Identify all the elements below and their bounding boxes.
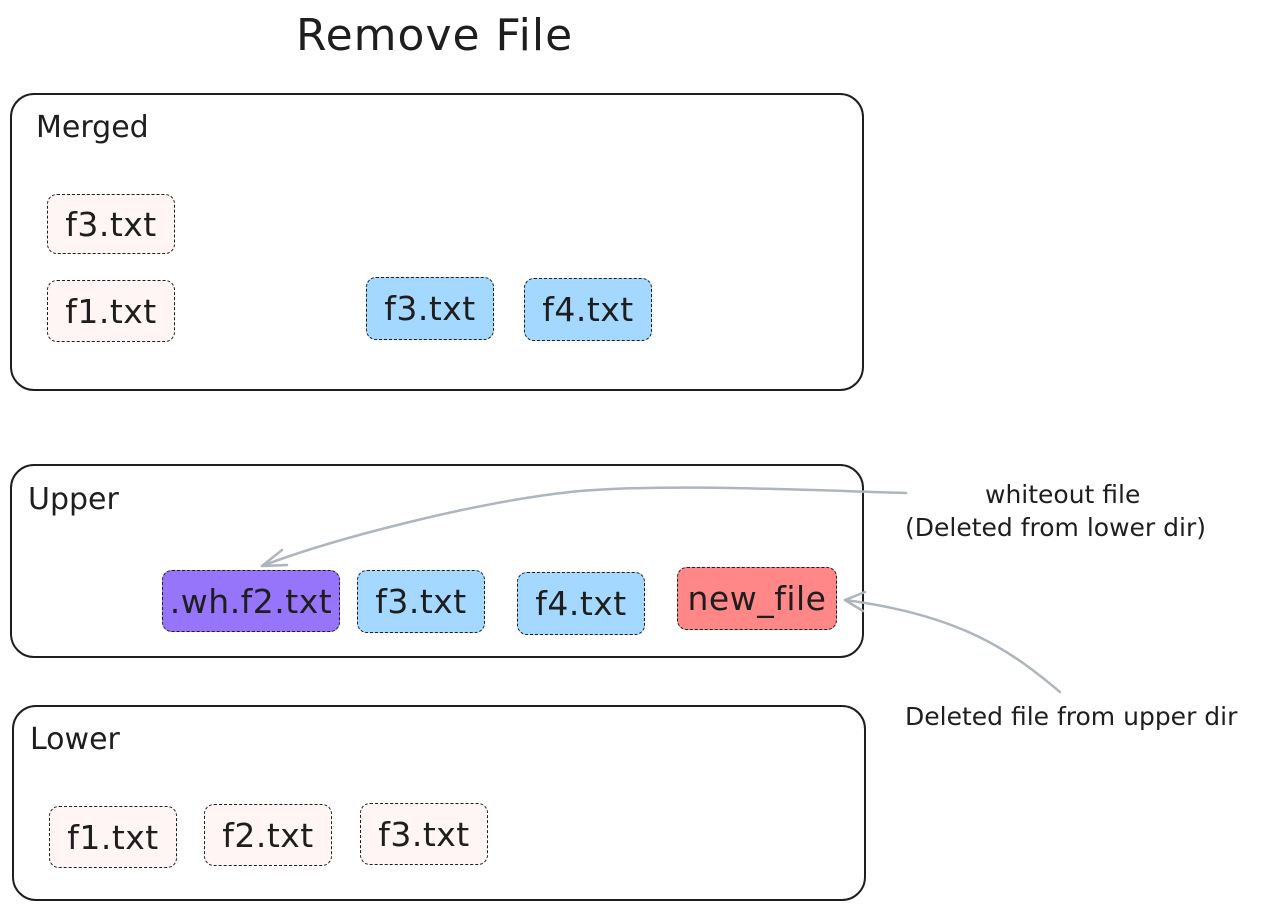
merged-file-f3-upper: f3.txt (366, 277, 494, 340)
merged-file-f1: f1.txt (47, 280, 175, 342)
upper-file-f4: f4.txt (517, 572, 645, 635)
lower-file-f2: f2.txt (204, 804, 332, 866)
upper-file-whiteout: .wh.f2.txt (162, 570, 340, 632)
upper-file-new-file: new_file (677, 567, 837, 630)
upper-file-f3: f3.txt (357, 570, 485, 633)
whiteout-note-line2: (Deleted from lower dir) (905, 513, 1206, 542)
lower-file-f3: f3.txt (360, 803, 488, 865)
merged-layer-label: Merged (36, 110, 149, 145)
merged-file-f3: f3.txt (47, 194, 175, 254)
deleted-upper-note: Deleted file from upper dir (905, 702, 1238, 731)
merged-file-f4-upper: f4.txt (524, 278, 652, 341)
deleted-arrow (843, 598, 1062, 694)
whiteout-note-line1: whiteout file (985, 480, 1141, 509)
upper-layer-label: Upper (28, 482, 119, 517)
lower-file-f1: f1.txt (49, 806, 177, 868)
whiteout-arrowhead (260, 548, 289, 568)
lower-layer-label: Lower (30, 722, 120, 757)
diagram-title: Remove File (296, 10, 574, 61)
whiteout-arrow (260, 486, 908, 568)
deleted-arrowhead (843, 590, 867, 613)
